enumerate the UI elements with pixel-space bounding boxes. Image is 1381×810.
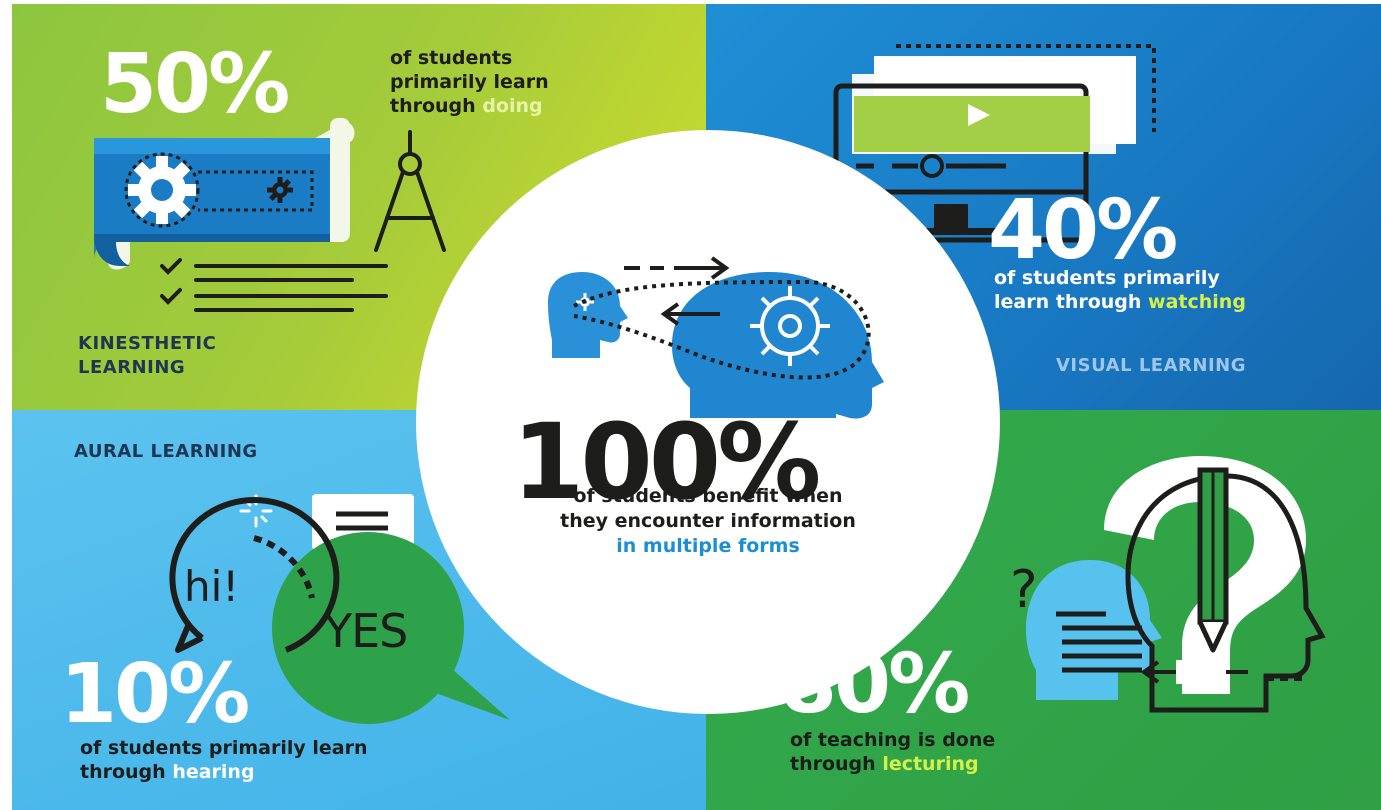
kinesthetic-label: KINESTHETIC LEARNING bbox=[78, 332, 216, 380]
kinesthetic-percent: 50% bbox=[100, 37, 290, 132]
visual-percent: 40% bbox=[988, 183, 1178, 278]
center-percent: 100% bbox=[512, 401, 821, 523]
aural-label: AURAL LEARNING bbox=[74, 441, 258, 462]
lecturing-description: of teaching is done through lecturing bbox=[790, 728, 995, 776]
lecturing-desc-line2: through lecturing bbox=[790, 752, 995, 776]
kinesthetic-label-line2: LEARNING bbox=[78, 357, 186, 378]
lecture-head-icon bbox=[1026, 456, 1326, 713]
aural-desc-prefix: through bbox=[80, 761, 173, 783]
lecturing-desc-prefix: through bbox=[790, 753, 883, 775]
kinesthetic-description: of students primarily learn through doin… bbox=[390, 46, 549, 118]
center-desc-line3: in multiple forms bbox=[616, 535, 800, 557]
aural-desc-line1: of students primarily learn bbox=[80, 737, 368, 759]
lecturing-highlight: lecturing bbox=[882, 753, 979, 775]
aural-description: of students primarily learn through hear… bbox=[80, 736, 368, 784]
aural-highlight: hearing bbox=[172, 761, 255, 783]
head-question-mark: ? bbox=[1010, 560, 1038, 620]
yes-bubble-text: YES bbox=[324, 604, 408, 658]
lecturing-desc-line1: of teaching is done bbox=[790, 729, 996, 751]
center-desc-line2: they encounter information bbox=[560, 510, 856, 532]
center-desc-line1: of students benefit when bbox=[573, 485, 843, 507]
visual-desc-line1: of students primarily bbox=[994, 267, 1220, 289]
kinesthetic-highlight: doing bbox=[482, 95, 543, 117]
kinesthetic-desc-line2: primarily learn bbox=[390, 71, 549, 93]
kinesthetic-desc-line3: through doing bbox=[390, 94, 549, 118]
kinesthetic-desc-prefix: through bbox=[390, 95, 483, 117]
blueprint-compass-icon bbox=[94, 118, 446, 312]
visual-desc-prefix: learn through bbox=[994, 291, 1149, 313]
kinesthetic-desc-line1: of students bbox=[390, 47, 513, 69]
center-description: of students benefit when they encounter … bbox=[508, 484, 908, 559]
visual-highlight: watching bbox=[1148, 291, 1246, 313]
aural-percent: 10% bbox=[60, 647, 250, 742]
speech-bubbles-icon bbox=[169, 494, 510, 724]
hi-bubble-text: hi! bbox=[184, 562, 240, 611]
visual-desc-line2: learn through watching bbox=[994, 290, 1246, 314]
aural-desc-line2: through hearing bbox=[80, 760, 368, 784]
visual-description: of students primarily learn through watc… bbox=[994, 266, 1246, 314]
video-monitor-icon bbox=[833, 44, 1156, 243]
kinesthetic-label-line1: KINESTHETIC bbox=[78, 333, 217, 354]
visual-label: VISUAL LEARNING bbox=[1056, 355, 1246, 376]
